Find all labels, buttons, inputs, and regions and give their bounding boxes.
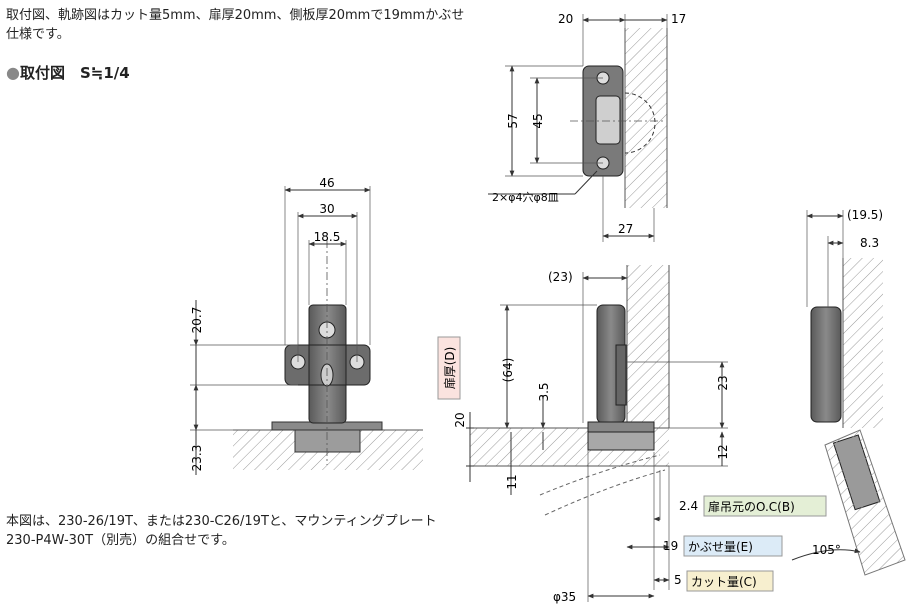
oc-label-box xyxy=(703,495,827,517)
cut-label-box xyxy=(686,570,774,592)
dim-23-3-label: 23.3 xyxy=(190,445,204,472)
side-dim-23r-label: 23 xyxy=(716,375,730,390)
front-view: 46 30 18.5 20.7 23.3 xyxy=(190,176,423,475)
plate-side-panel xyxy=(625,28,667,208)
side-dim-12-label: 12 xyxy=(716,444,730,459)
cut-label: カット量(C) xyxy=(691,575,757,589)
plate-dim-20-label: 20 xyxy=(558,12,573,26)
section-title-text: 取付図 S≒1/4 xyxy=(19,64,130,82)
side-dim-64-label: (64) xyxy=(501,358,515,383)
side-panel-section xyxy=(627,265,669,428)
open-dim-19-5-label: (19.5) xyxy=(847,208,883,222)
open-view: (19.5) 8.3 105° xyxy=(791,208,906,576)
oc-value: 2.4 xyxy=(679,499,698,513)
open-dim-8-3-label: 8.3 xyxy=(860,236,879,250)
front-cup xyxy=(294,429,361,453)
overlay-label: かぶせ量(E) xyxy=(688,540,753,554)
side-dim-3-5-label: 3.5 xyxy=(537,382,551,401)
bullet-dot-icon: ● xyxy=(6,63,20,82)
plate-hole-note: 2×φ4穴φ8皿 xyxy=(492,190,559,204)
overlay-value: 19 xyxy=(663,539,678,553)
dim-18-5-label: 18.5 xyxy=(314,230,341,244)
side-dim-20-label: 20 xyxy=(453,412,467,427)
overlay-label-box xyxy=(683,535,783,557)
dim-46-label: 46 xyxy=(319,176,334,190)
open-door-section xyxy=(824,429,906,576)
footer-note: 本図は、230-26/19T、または230-C26/19Tと、マウンティングプレ… xyxy=(6,514,437,548)
plate-dim-27-label: 27 xyxy=(618,222,633,236)
side-view: (23) (64) 3.5 20 11 23 12 扉厚(D) xyxy=(437,265,827,604)
plate-view: 20 17 57 45 27 2×φ4穴φ8皿 xyxy=(488,12,686,242)
header-note: 取付図、軌跡図はカット量5mm、扉厚20mm、側板厚20mmで19mmかぶせ仕様… xyxy=(6,8,465,42)
door-thickness-label: 扉厚(D) xyxy=(443,347,457,390)
side-hinge-cup xyxy=(587,431,655,451)
oc-label: 扉吊元のO.C(B) xyxy=(708,500,795,514)
open-side-panel xyxy=(843,258,883,428)
door-thickness-box xyxy=(437,336,461,400)
plate-dim-57-label: 57 xyxy=(506,113,520,128)
cup-dia-label: φ35 xyxy=(553,590,576,604)
open-hinge-arm xyxy=(810,306,842,423)
open-angle-label: 105° xyxy=(812,543,841,557)
section-title: ●取付図 S≒1/4 xyxy=(6,63,130,83)
dim-20-7-label: 20.7 xyxy=(190,307,204,334)
plate-dim-45-label: 45 xyxy=(531,113,545,128)
plate-dim-17-label: 17 xyxy=(671,12,686,26)
dim-30-label: 30 xyxy=(319,202,334,216)
cut-value: 5 xyxy=(674,573,682,587)
side-dim-11-label: 11 xyxy=(505,474,519,489)
side-dim-23-label: (23) xyxy=(548,270,573,284)
